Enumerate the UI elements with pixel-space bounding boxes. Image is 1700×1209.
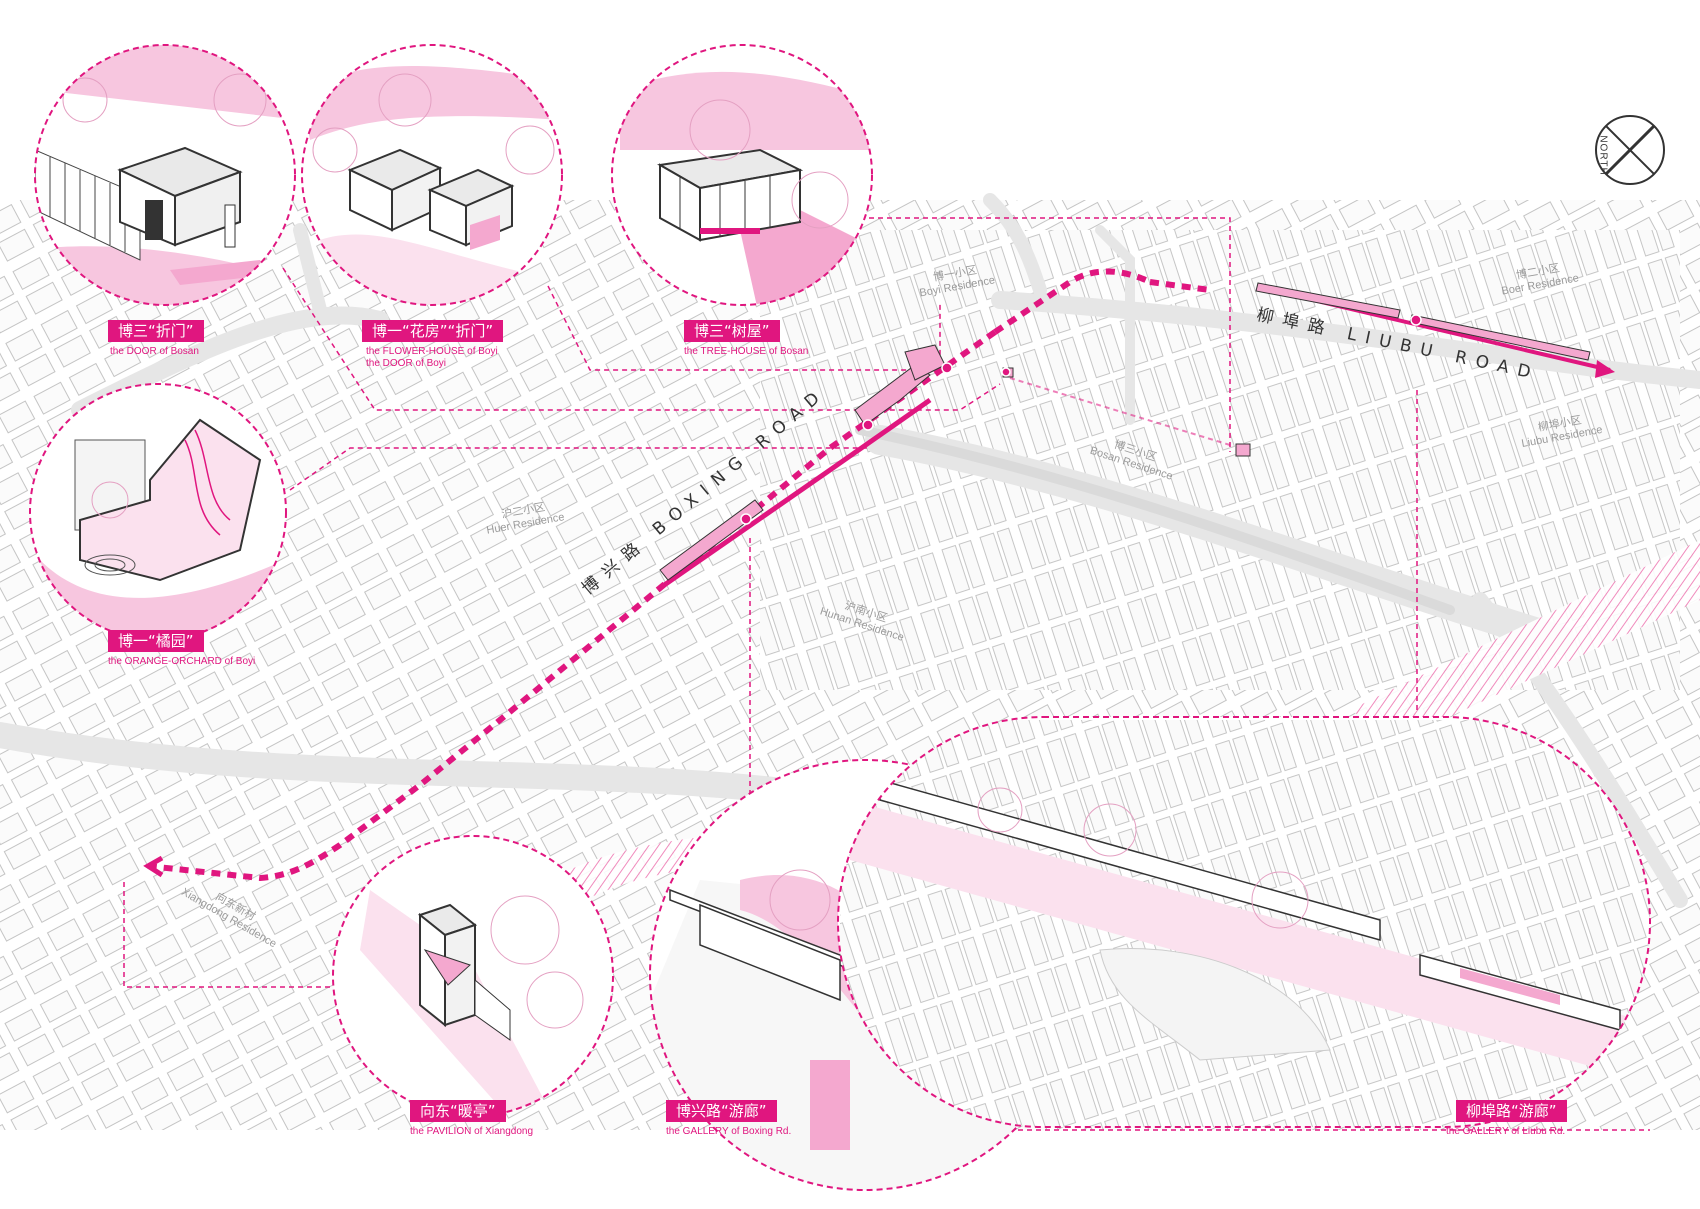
callout-sub-door-of-bosan: the DOOR of Bosan	[110, 346, 199, 357]
callout-tag-door-of-bosan: 博三“折门”	[108, 320, 204, 342]
callout-tag-pavilion-of-xiangdong: 向东“暖亭”	[410, 1100, 506, 1122]
route-arrow-southwest	[143, 855, 164, 878]
callout-orange-orchard-of-boyi	[29, 383, 287, 641]
road-network	[0, 193, 1700, 908]
callout-sub2-flower-house-of-boyi: the DOOR of Boyi	[366, 358, 447, 369]
callout-pavilion-of-xiangdong	[332, 835, 614, 1117]
callout-sub-orange-orchard-of-boyi: the ORANGE-ORCHARD of Boyi	[108, 656, 256, 667]
north-compass-icon	[1595, 115, 1665, 185]
intervention-sites	[659, 282, 1591, 581]
callout-sub-pavilion-of-xiangdong: the PAVILION of Xiangdong	[410, 1126, 534, 1137]
north-compass-label: NORTH	[1597, 135, 1609, 176]
callout-sub-flower-house-of-boyi: the FLOWER-HOUSE of Boyi	[366, 346, 498, 357]
callout-tag-gallery-of-liubu-rd: 柳埠路“游廊”	[1456, 1100, 1567, 1122]
callout-tag-orange-orchard-of-boyi: 博一“橘园”	[108, 630, 204, 652]
callout-sub-tree-house-of-bosan: the TREE-HOUSE of Bosan	[684, 346, 809, 357]
callout-tag-tree-house-of-bosan: 博三“树屋”	[684, 320, 780, 342]
callout-sub-gallery-of-liubu-rd: the GALLERY of Liubu Rd.	[1446, 1126, 1566, 1137]
callout-gallery-of-liubu-rd	[837, 716, 1651, 1128]
callout-tag-gallery-of-boxing-rd: 博兴路“游廊”	[666, 1100, 777, 1122]
route-arrow-east	[1595, 360, 1615, 378]
callout-sub-gallery-of-boxing-rd: the GALLERY of Boxing Rd.	[666, 1126, 792, 1137]
callout-tag-flower-house-of-boyi: 博一“花房”“折门”	[362, 320, 504, 342]
site-markers	[740, 314, 1422, 525]
